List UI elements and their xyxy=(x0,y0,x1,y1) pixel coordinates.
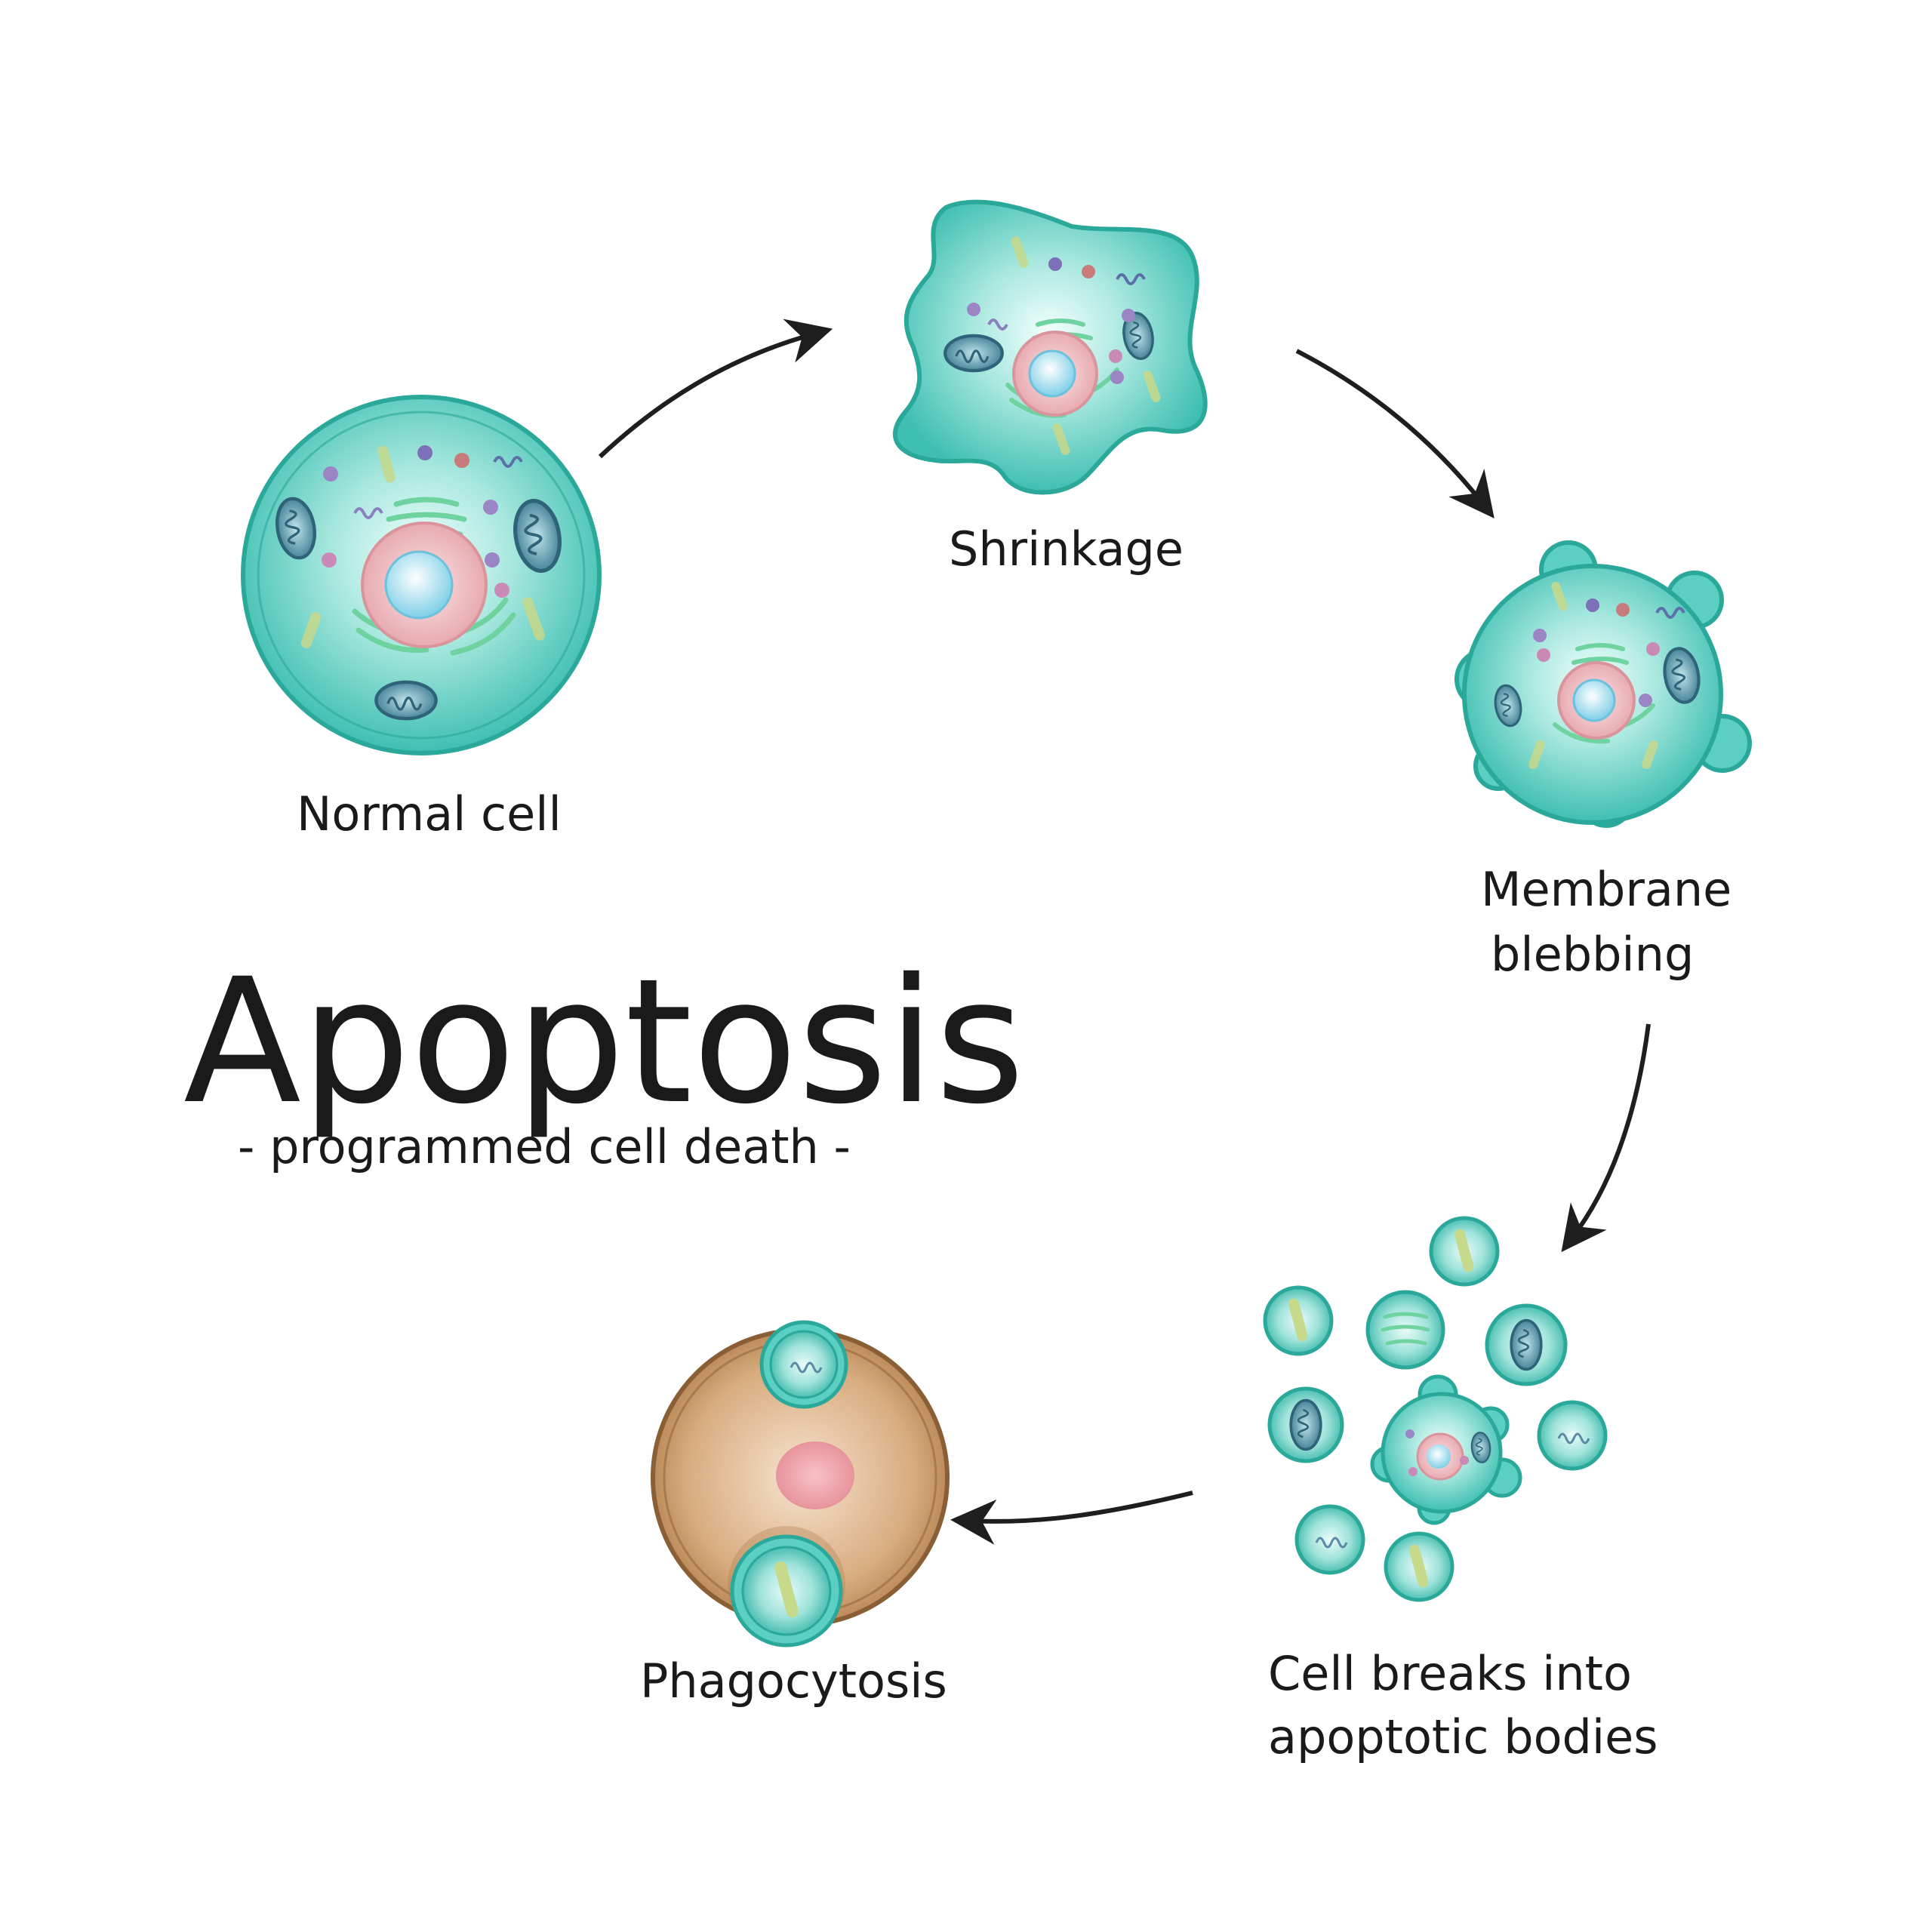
apoptotic-body-remnant xyxy=(1370,1374,1522,1525)
arrow-shrinkage-to-blebbing xyxy=(1295,349,1495,518)
shrinkage-cell xyxy=(892,199,1208,495)
organelle-dots xyxy=(967,257,1135,384)
arrow-normal-to-shrinkage xyxy=(598,318,833,459)
apoptotic-body xyxy=(1537,1400,1608,1471)
stage-label-membrane-blebbing-line1: Membrane xyxy=(1481,862,1732,917)
engulfed-apoptotic-body xyxy=(728,1526,845,1647)
stage-label-normal-cell: Normal cell xyxy=(297,786,562,841)
engulfed-apoptotic-body xyxy=(759,1320,848,1409)
stage-label-apoptotic-bodies-line1: Cell breaks into xyxy=(1268,1646,1632,1701)
nucleolus-icon xyxy=(1028,349,1076,398)
stage-label-apoptotic-bodies-line2: apoptotic bodies xyxy=(1268,1709,1658,1764)
apoptotic-body xyxy=(1294,1504,1365,1575)
mitochondrion-icon xyxy=(1289,1398,1322,1451)
stage-label-shrinkage: Shrinkage xyxy=(949,521,1184,577)
mitochondrion-icon xyxy=(945,336,1002,371)
apoptotic-body xyxy=(1384,1531,1454,1602)
nucleolus-icon xyxy=(384,550,454,620)
organelle-dots xyxy=(1533,598,1660,707)
diagram-title: Apoptosis xyxy=(183,941,1025,1142)
arrows xyxy=(598,318,1651,1545)
diagram-subtitle: - programmed cell death - xyxy=(238,1119,851,1174)
apoptotic-body xyxy=(1485,1303,1568,1386)
organelle-dots xyxy=(322,445,509,598)
arrow-blebbing-to-bodies xyxy=(1561,1023,1651,1253)
apoptotic-body xyxy=(1365,1290,1445,1370)
phagocyte-cell xyxy=(651,1320,950,1647)
mitochondrion-icon xyxy=(376,682,436,718)
arrow-bodies-to-phagocytosis xyxy=(950,1491,1193,1545)
phagocyte-nucleus-icon xyxy=(776,1441,854,1509)
nucleolus-icon xyxy=(1572,678,1616,722)
stage-label-phagocytosis: Phagocytosis xyxy=(640,1654,947,1709)
nucleolus-icon xyxy=(1427,1444,1451,1469)
apoptotic-body xyxy=(1263,1285,1334,1356)
stage-label-membrane-blebbing-line2: blebbing xyxy=(1491,927,1695,982)
apoptotic-body xyxy=(1429,1216,1500,1287)
normal-cell xyxy=(241,395,602,755)
apoptotic-bodies xyxy=(1263,1216,1608,1602)
blebbing-cell xyxy=(1454,540,1752,828)
mitochondrion-icon xyxy=(1510,1318,1543,1371)
apoptotic-body xyxy=(1267,1386,1344,1463)
